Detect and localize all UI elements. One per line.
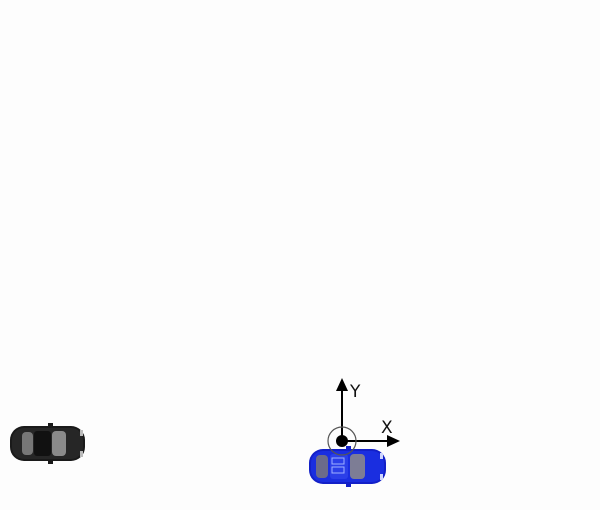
ego-vehicle (309, 446, 386, 487)
origin-dot-icon (336, 435, 348, 447)
y-axis-arrow-icon (336, 378, 348, 391)
x-axis-label: X (381, 418, 393, 438)
other-vehicle (10, 423, 85, 464)
y-axis-label: Y (349, 382, 361, 402)
origin-circle (327, 426, 357, 456)
x-axis-arrow-icon (387, 435, 400, 447)
coordinate-axes: Y X (327, 378, 400, 456)
